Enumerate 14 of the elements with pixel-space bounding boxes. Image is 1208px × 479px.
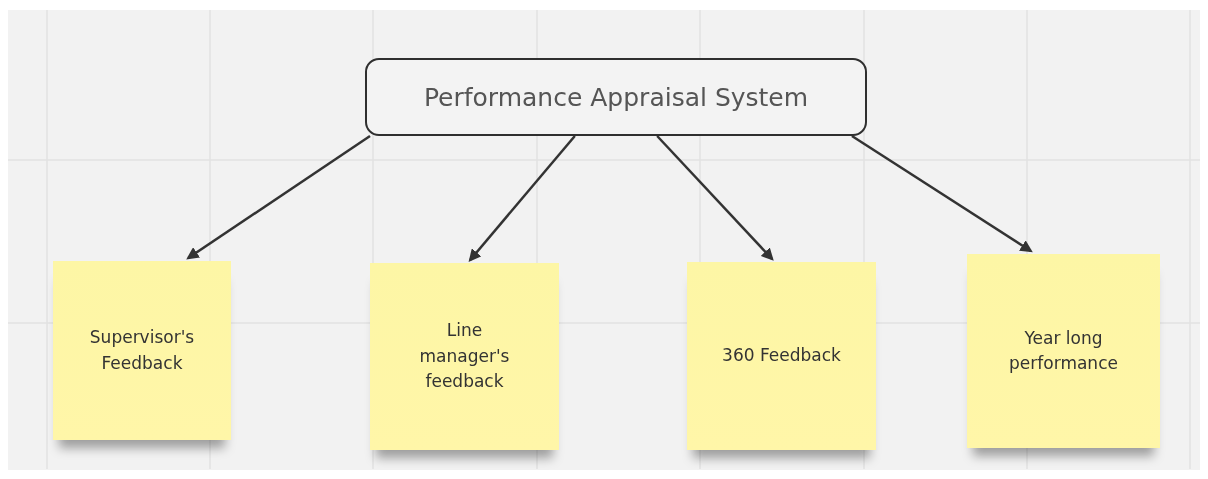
- node-label: 360 Feedback: [722, 344, 841, 368]
- sticky-note: [53, 261, 231, 440]
- node-label: Performance Appraisal System: [423, 82, 809, 112]
- title-box: [365, 58, 867, 136]
- arrow: [468, 135, 576, 262]
- sticky-note: [370, 263, 559, 450]
- arrow: [851, 134, 1033, 253]
- sticky-note: [967, 254, 1160, 448]
- node-label: Supervisor's Feedback: [88, 326, 196, 375]
- sticky-note: [687, 262, 876, 450]
- arrow: [656, 135, 774, 261]
- node-label: Year long performance: [1008, 326, 1119, 375]
- node-label: Line manager's feedback: [418, 319, 511, 394]
- arrow: [186, 134, 371, 260]
